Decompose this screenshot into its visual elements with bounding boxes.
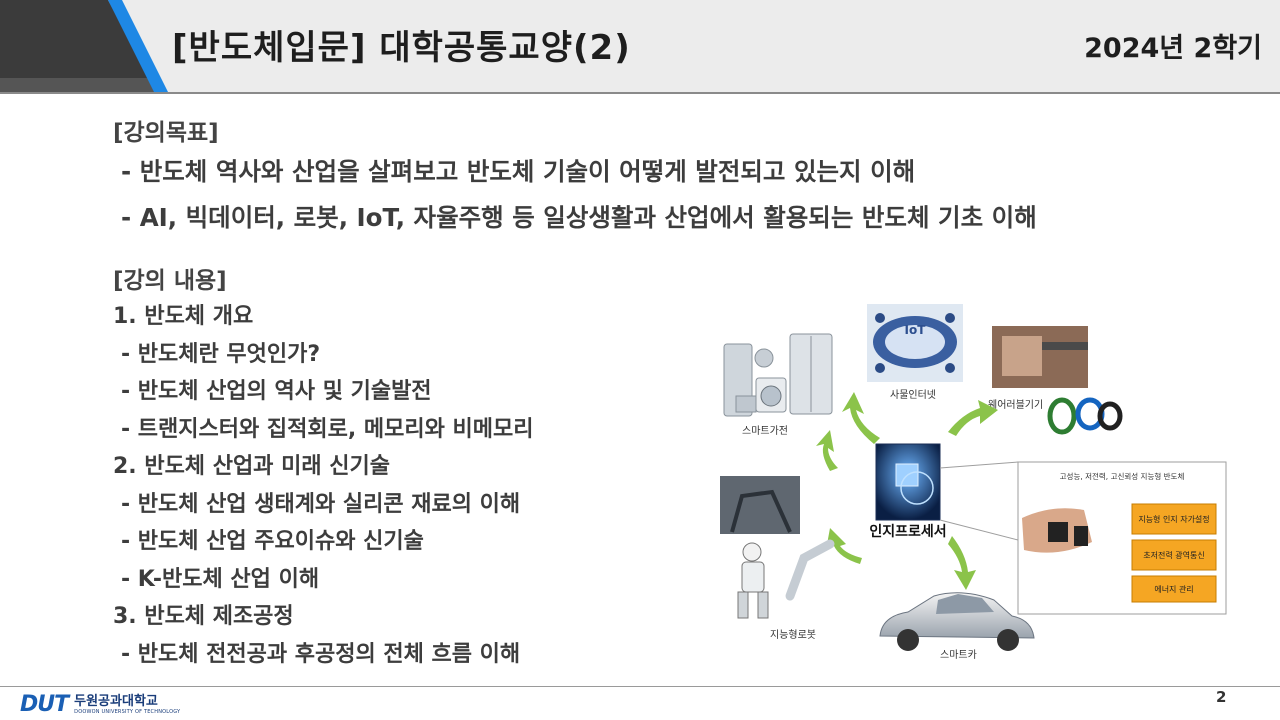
content-heading: [강의 내용] [113, 268, 227, 294]
content-item: - 반도체란 무엇인가? [121, 341, 321, 367]
semester-label: 2024년 2학기 [1084, 33, 1262, 64]
content-item: - 반도체 산업 주요이슈와 신기술 [121, 529, 424, 554]
content-list: 1. 반도체 개요 - 반도체란 무엇인가? - 반도체 산업의 역사 및 기술… [113, 302, 533, 677]
slide-title: [반도체입문] 대학공통교양(2) [172, 28, 631, 68]
cognitive-processor-image [875, 443, 941, 521]
content-item: - 반도체 전전공과 후공정의 전체 흐름 이해 [121, 641, 521, 667]
content-item: - 트랜지스터와 집적회로, 메모리와 비메모리 [121, 416, 534, 442]
robot-label: 지능형로봇 [770, 629, 816, 641]
iot-label: 사물인터넷 [890, 389, 936, 401]
logo-text: 두원공과대학교 DOOWON UNIVERSITY OF TECHNOLOGY [74, 693, 181, 715]
goals-heading: [강의목표] [113, 120, 219, 146]
center-label: 인지프로세서 [869, 523, 946, 540]
wearable-image [992, 326, 1123, 435]
panel-title: 고성능, 저전력, 고신뢰성 지능형 반도체 [1060, 471, 1185, 481]
content-item: 1. 반도체 개요 [113, 304, 254, 329]
logo-korean-name: 두원공과대학교 [74, 693, 158, 709]
intelligent-semiconductor-panel: 고성능, 저전력, 고신뢰성 지능형 반도체 지능형 인지 자가설정 초저전력 … [1017, 461, 1227, 615]
page-number: 2 [1216, 688, 1227, 706]
wearable-label: 웨어러블기기 [988, 399, 1043, 411]
robot-image [720, 476, 835, 619]
footer-divider [0, 686, 1280, 687]
logo-mark: DUT [20, 692, 69, 717]
goal-item: - 반도체 역사와 산업을 살펴보고 반도체 기술이 어떻게 발전되고 있는지 … [121, 157, 916, 186]
panel-box-2: 초저전력 광역통신 [1143, 550, 1204, 560]
smart-car-image [879, 592, 1035, 651]
semiconductor-application-diagram: 스마트가전 IoT 사물인터넷 웨어러블기기 인지프로세서 [720, 304, 1227, 661]
content-item: 3. 반도체 제조공정 [113, 604, 294, 629]
logo-english-name: DOOWON UNIVERSITY OF TECHNOLOGY [74, 708, 181, 715]
smart-appliance-label: 스마트가전 [742, 425, 788, 437]
content-item: - K-반도체 산업 이해 [121, 566, 320, 592]
slide-header [0, 0, 1280, 92]
content-item: 2. 반도체 산업과 미래 신기술 [113, 454, 390, 479]
panel-box-3: 에너지 관리 [1154, 584, 1193, 594]
university-logo: DUT 두원공과대학교 DOOWON UNIVERSITY OF TECHNOL… [20, 692, 180, 717]
smart-appliance-image [723, 333, 833, 417]
header-corner-decoration [0, 0, 168, 94]
content-item: - 반도체 산업 생태계와 실리콘 재료의 이해 [121, 491, 521, 517]
goal-item: - AI, 빅데이터, 로봇, IoT, 자율주행 등 일상생활과 산업에서 활… [121, 203, 1037, 232]
smart-car-label: 스마트카 [940, 649, 977, 661]
content-item: - 반도체 산업의 역사 및 기술발전 [121, 379, 432, 404]
flow-arrows [816, 392, 998, 590]
iot-badge: IoT [905, 323, 927, 337]
header-divider [0, 92, 1280, 94]
panel-box-1: 지능형 인지 자가설정 [1138, 514, 1209, 524]
iot-image: IoT [867, 304, 963, 382]
